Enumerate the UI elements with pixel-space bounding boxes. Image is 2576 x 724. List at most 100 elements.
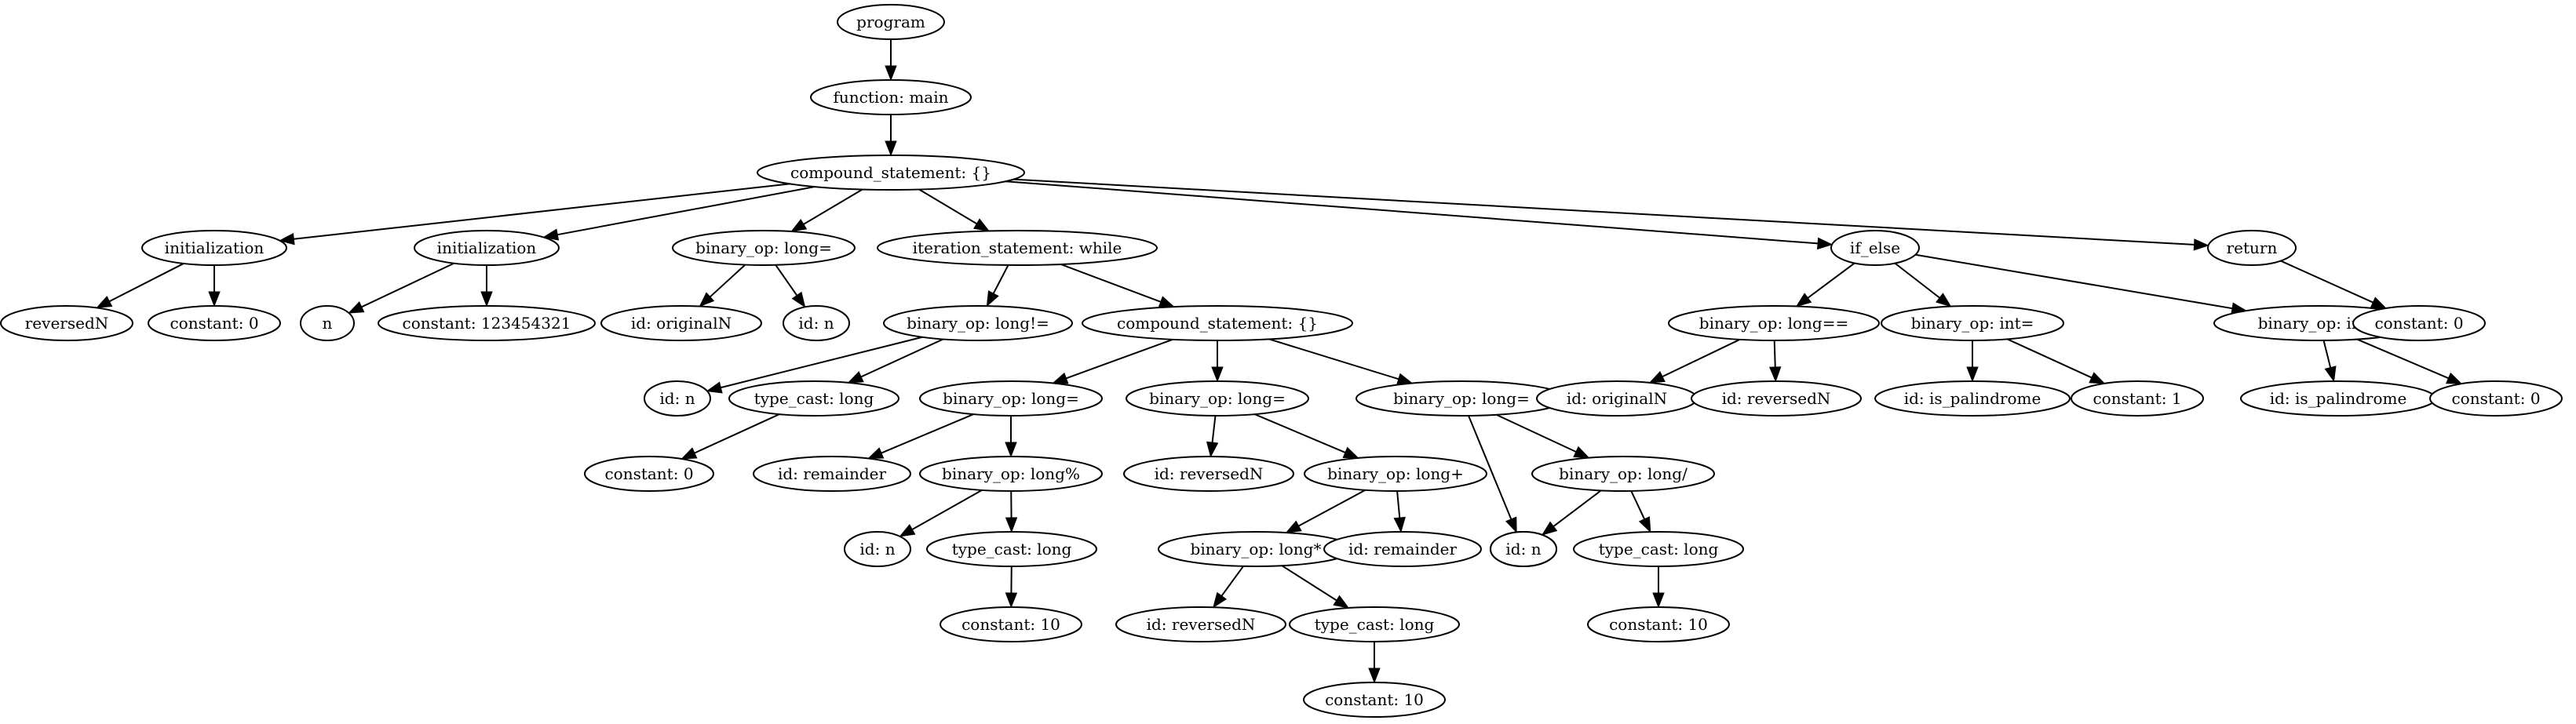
tree-edge-n27-n28 <box>1213 566 1244 609</box>
tree-edge-n38-n39 <box>1795 262 1855 307</box>
tree-edge-n2-n9 <box>790 188 863 232</box>
tree-edge-n2-n12 <box>918 188 991 232</box>
tree-edge-n42-n43 <box>1966 340 1979 383</box>
edge-arrowhead <box>1936 293 1952 307</box>
node-label: id: reversedN <box>1722 389 1831 408</box>
node-label: type_cast: long <box>1315 615 1435 634</box>
edge-arrowhead <box>1505 516 1517 533</box>
edge-arrowhead <box>2324 366 2337 383</box>
edge-arrowhead <box>1368 668 1381 684</box>
tree-edge-n39-n41 <box>1769 340 1782 383</box>
edge-arrowhead <box>847 371 864 384</box>
node-ellipse <box>919 380 1103 417</box>
node-label: type_cast: long <box>952 540 1072 558</box>
tree-node-n6: initialization <box>414 230 560 266</box>
edge-arrowhead <box>96 296 113 309</box>
node-label: binary_op: long== <box>1699 314 1848 333</box>
tree-edge-n3-n4 <box>96 263 184 309</box>
node-label: constant: 0 <box>170 314 258 333</box>
node-label: if_else <box>1850 238 1900 257</box>
tree-edge-n45-n46 <box>2322 340 2337 383</box>
tree-node-n31: id: remainder <box>1323 531 1482 567</box>
edge-line <box>1066 338 1173 380</box>
edge-arrowhead <box>1541 521 1558 536</box>
edge-arrowhead <box>1333 595 1350 609</box>
tree-node-n3: initialization <box>141 230 287 266</box>
edge-arrowhead <box>1816 237 1833 250</box>
edge-line <box>694 413 780 454</box>
tree-node-n10: id: originalN <box>600 305 762 341</box>
tree-edge-n18-n20 <box>1005 416 1017 458</box>
tree-node-n39: binary_op: long== <box>1668 305 1880 341</box>
node-label: constant: 0 <box>2374 314 2463 333</box>
node-label: compound_statement: {} <box>1117 314 1318 333</box>
tree-node-n16: constant: 0 <box>584 456 714 492</box>
tree-node-n24: binary_op: long= <box>1126 380 1309 417</box>
node-ellipse <box>1126 380 1309 417</box>
tree-edge-n12-n13 <box>986 264 1009 307</box>
edge-arrowhead <box>1213 591 1228 609</box>
node-label: return <box>2227 238 2278 257</box>
tree-edge-n20-n21 <box>899 489 983 537</box>
node-label: program <box>856 13 925 31</box>
tree-node-n0: program <box>837 4 945 40</box>
node-ellipse <box>1115 606 1286 642</box>
edge-line <box>557 186 815 236</box>
edge-line <box>881 413 974 454</box>
tree-node-n5: constant: 0 <box>148 305 281 341</box>
node-ellipse <box>0 305 133 341</box>
edge-arrowhead <box>2370 297 2388 309</box>
edge-line <box>992 264 1009 294</box>
node-label: type_cast: long <box>754 389 874 408</box>
edge-arrowhead <box>1206 441 1219 458</box>
edge-arrowhead <box>885 65 897 82</box>
edge-line <box>1254 413 1346 453</box>
tree-edge-n17-n32 <box>1268 338 1414 385</box>
tree-node-n36: type_cast: long <box>1573 531 1744 567</box>
edge-line <box>1915 253 2233 310</box>
edge-arrowhead <box>279 232 295 246</box>
tree-node-n40: id: originalN <box>1536 380 1698 417</box>
edge-arrowhead <box>542 228 560 241</box>
node-label: reversedN <box>25 314 109 333</box>
edge-arrowhead <box>1005 517 1018 533</box>
tree-edge-n17-n24 <box>1211 340 1224 383</box>
tree-edge-n38-n45 <box>1915 253 2248 315</box>
edge-line <box>1268 338 1399 380</box>
node-label: constant: 1 <box>2093 389 2181 408</box>
tree-edge-n32-n33 <box>1468 415 1517 533</box>
node-label: constant: 10 <box>1609 615 1708 634</box>
tree-node-n46: id: is_palindrome <box>2240 380 2436 417</box>
edge-arrowhead <box>2089 372 2106 384</box>
edge-arrowhead <box>1638 516 1651 533</box>
tree-node-n13: binary_op: long!= <box>883 305 1073 341</box>
tree-edge-n1-n2 <box>885 115 897 157</box>
edge-arrowhead <box>1158 296 1175 307</box>
tree-edge-n27-n29 <box>1281 565 1350 609</box>
node-ellipse <box>883 305 1073 341</box>
node-label: binary_op: long= <box>1149 389 1286 408</box>
edge-arrowhead <box>986 290 999 307</box>
node-label: initialization <box>437 238 537 257</box>
node-label: id: remainder <box>1348 540 1457 558</box>
tree-node-n44: constant: 1 <box>2071 380 2204 417</box>
edge-line <box>710 264 746 298</box>
node-ellipse <box>300 305 355 341</box>
edge-arrowhead <box>791 291 806 308</box>
edge-line <box>1630 490 1645 520</box>
node-label: binary_op: int= <box>1911 314 2034 333</box>
tree-node-n41: id: reversedN <box>1691 380 1862 417</box>
tree-node-n14: id: n <box>644 380 711 417</box>
node-ellipse <box>1587 606 1730 642</box>
tree-edge-n22-n23 <box>1005 566 1018 609</box>
edge-line <box>911 489 983 530</box>
node-label: binary_op: long% <box>942 464 1080 483</box>
node-label: id: n <box>1505 540 1541 558</box>
edge-arrowhead <box>1211 366 1224 383</box>
node-ellipse <box>844 531 911 567</box>
tree-node-n21: id: n <box>844 531 911 567</box>
tree-edge-n38-n42 <box>1894 262 1952 307</box>
edge-line <box>775 264 798 297</box>
tree-edge-n6-n7 <box>348 262 454 314</box>
